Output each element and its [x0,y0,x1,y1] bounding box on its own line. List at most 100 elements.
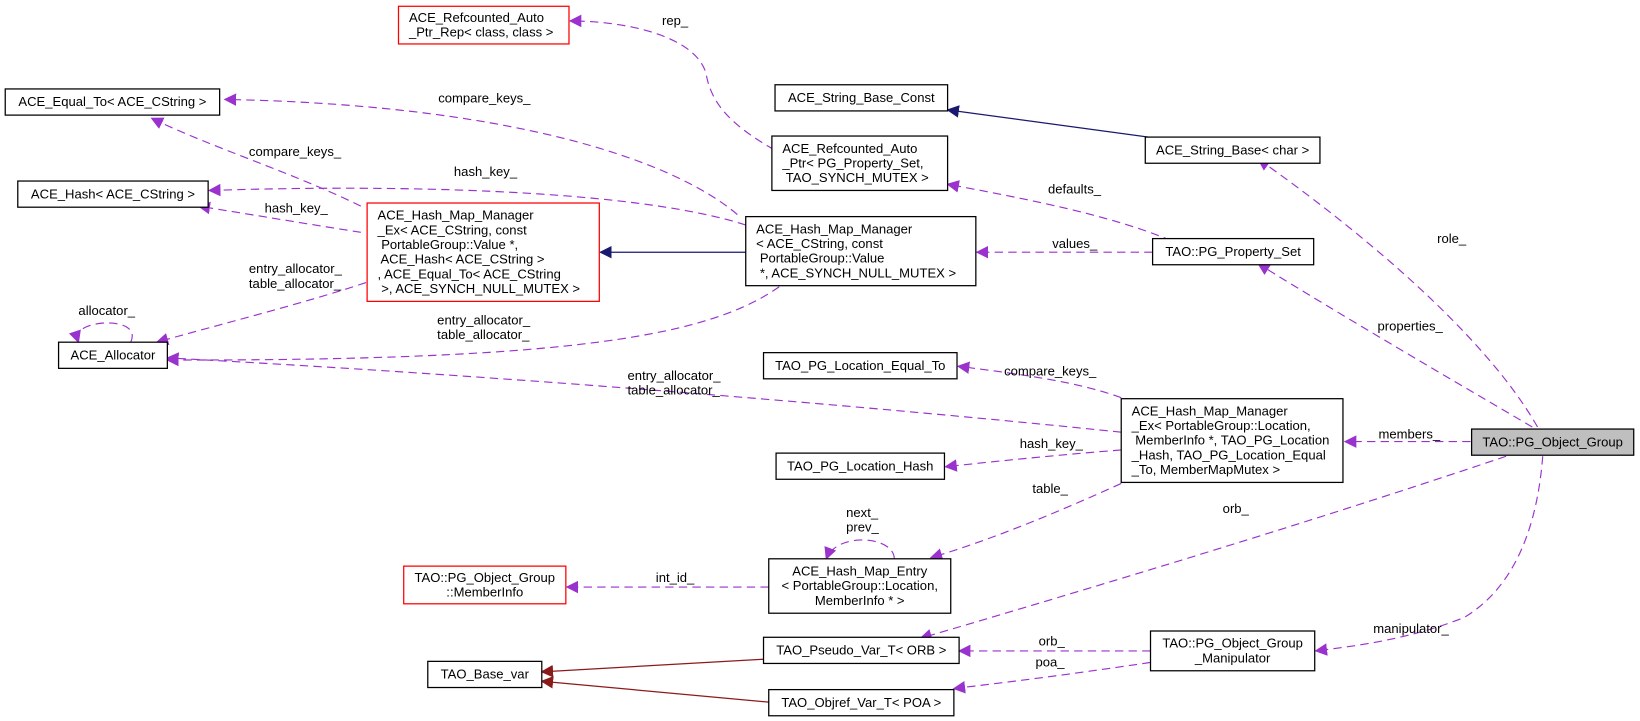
edges [68,14,1544,703]
class-node-loc-hash[interactable]: TAO_PG_Location_Hash [775,452,946,480]
label-compare-keys-loc: compare_keys_ [1004,364,1097,379]
class-node-property-set[interactable]: TAO::PG_Property_Set [1151,237,1315,266]
node-label: TAO_PG_Location_Hash [787,458,933,473]
label-manipulator: manipulator_ [1373,621,1449,636]
node-box [1151,237,1315,266]
node-box [745,215,977,287]
edge-manipulator [1314,456,1544,656]
node-label: ACE_Equal_To< ACE_CString > [18,94,206,109]
edge-hash-key-top [207,183,746,226]
edge-allocator-self [68,322,133,344]
edge-alloc-left [155,281,367,346]
node-box [4,88,221,116]
node-box [774,84,949,112]
edge-poa-manip [952,661,1151,694]
label-properties: properties_ [1377,319,1443,334]
edge-next-prev [824,539,895,560]
node-box [762,352,958,380]
edge-inherit-pseudo-var [540,658,764,678]
edge-labels: rep_ compare_keys_ compare_keys_ hash_ke… [78,13,1466,669]
edge-role [1257,158,1539,428]
class-node-equal-to-cstring[interactable]: ACE_Equal_To< ACE_CString > [4,88,221,116]
node-box [1144,136,1321,164]
node-label: ACE_Refcounted_Auto_Ptr_Rep< class, clas… [408,10,553,40]
edge-orb-main [919,455,1507,642]
label-compare-keys-left: compare_keys_ [249,144,342,159]
node-box [768,688,955,717]
node-label: ACE_Hash_Map_Manager_Ex< PortableGroup::… [1131,403,1330,477]
edge-table [929,482,1122,561]
node-label: ACE_Allocator [70,347,156,362]
edge-inherit-string-base [946,105,1149,138]
class-node-objref-var-poa[interactable]: TAO_Objref_Var_T< POA > [768,688,955,717]
class-node-refptr-rep[interactable]: ACE_Refcounted_Auto_Ptr_Rep< class, clas… [397,5,570,45]
class-node-hmm-ex-cstring[interactable]: ACE_Hash_Map_Manager_Ex< ACE_CString, co… [366,202,600,303]
label-role: role_ [1437,231,1467,246]
class-node-pseudo-var-orb[interactable]: TAO_Pseudo_Var_T< ORB > [762,636,960,665]
label-allocator-self: allocator_ [78,303,135,318]
node-label: ACE_String_Base< char > [1156,142,1309,157]
node-box [1470,428,1635,456]
node-box [775,452,946,480]
label-orb-main: orb_ [1223,501,1250,516]
class-node-loc-equal-to[interactable]: TAO_PG_Location_Equal_To [762,352,958,380]
node-label: ACE_String_Base_Const [788,90,935,105]
edge-rep [568,14,775,151]
edge-compare-keys-left [150,117,362,207]
node-box [397,5,570,45]
edge-hash-key-loc [944,449,1122,472]
label-values: values_ [1052,236,1098,251]
edge-alloc-mid [166,286,780,367]
node-box [1120,398,1344,484]
edge-compare-keys-loc [956,361,1122,399]
class-node-refptr-propset[interactable]: ACE_Refcounted_Auto_Ptr< PG_Property_Set… [771,135,949,192]
edge-compare-keys-top [223,93,738,215]
label-alloc-mid: entry_allocator_table_allocator_ [437,312,531,342]
node-box [771,135,949,192]
label-rep: rep_ [662,13,689,28]
label-compare-keys-top: compare_keys_ [438,91,531,106]
class-node-hmm-ex-location[interactable]: ACE_Hash_Map_Manager_Ex< PortableGroup::… [1120,398,1344,484]
edge-hash-key-left [197,201,361,233]
node-label: TAO::PG_Property_Set [1165,244,1301,259]
node-label: TAO::PG_Object_Group_Manipulator [1162,636,1303,666]
node-label: TAO_Base_var [441,667,530,682]
node-label: TAO_Objref_Var_T< POA > [781,695,941,710]
node-box [57,341,168,369]
label-int-id: int_id_ [656,570,695,585]
node-box [762,636,960,665]
label-hash-key-loc: hash_key_ [1020,436,1084,451]
node-label: ACE_Hash_Map_Manager< ACE_CString, const… [756,221,956,280]
class-node-hm-entry[interactable]: ACE_Hash_Map_Entry< PortableGroup::Locat… [768,558,952,614]
class-node-base-var[interactable]: TAO_Base_var [427,660,543,689]
class-node-object-group[interactable]: TAO::PG_Object_Group [1470,428,1635,456]
edge-inherit-objref-var [540,676,769,703]
label-orb-manip: orb_ [1039,634,1066,649]
node-label: ACE_Hash_Map_Manager_Ex< ACE_CString, co… [377,208,580,296]
class-node-member-info[interactable]: TAO::PG_Object_Group::MemberInfo [403,565,567,605]
label-alloc-long: entry_allocator_table_allocator_ [628,368,722,398]
node-box [366,202,600,303]
edge-alloc-long [166,352,1122,433]
class-node-allocator[interactable]: ACE_Allocator [57,341,168,369]
label-hash-key-left: hash_key_ [265,200,329,215]
node-box [427,660,543,689]
class-node-manipulator[interactable]: TAO::PG_Object_Group_Manipulator [1149,630,1316,672]
node-box [17,180,209,208]
label-hash-key-top: hash_key_ [454,164,518,179]
class-node-hmm-cstring[interactable]: ACE_Hash_Map_Manager< ACE_CString, const… [745,215,977,287]
node-box [403,565,567,605]
node-label: ACE_Refcounted_Auto_Ptr< PG_Property_Set… [781,141,928,185]
class-node-hash-cstring[interactable]: ACE_Hash< ACE_CString > [17,180,209,208]
node-label: TAO::PG_Object_Group [1482,434,1623,449]
label-defaults: defaults_ [1048,182,1102,197]
class-node-string-base-char[interactable]: ACE_String_Base< char > [1144,136,1321,164]
node-box [1149,630,1316,672]
node-label: TAO_PG_Location_Equal_To [775,358,945,373]
node-label: TAO_Pseudo_Var_T< ORB > [776,643,946,658]
label-alloc-left: entry_allocator_table_allocator_ [249,261,343,291]
class-node-string-base-const[interactable]: ACE_String_Base_Const [774,84,949,112]
node-label: TAO::PG_Object_Group::MemberInfo [414,570,555,600]
node-label: ACE_Hash< ACE_CString > [31,186,195,201]
